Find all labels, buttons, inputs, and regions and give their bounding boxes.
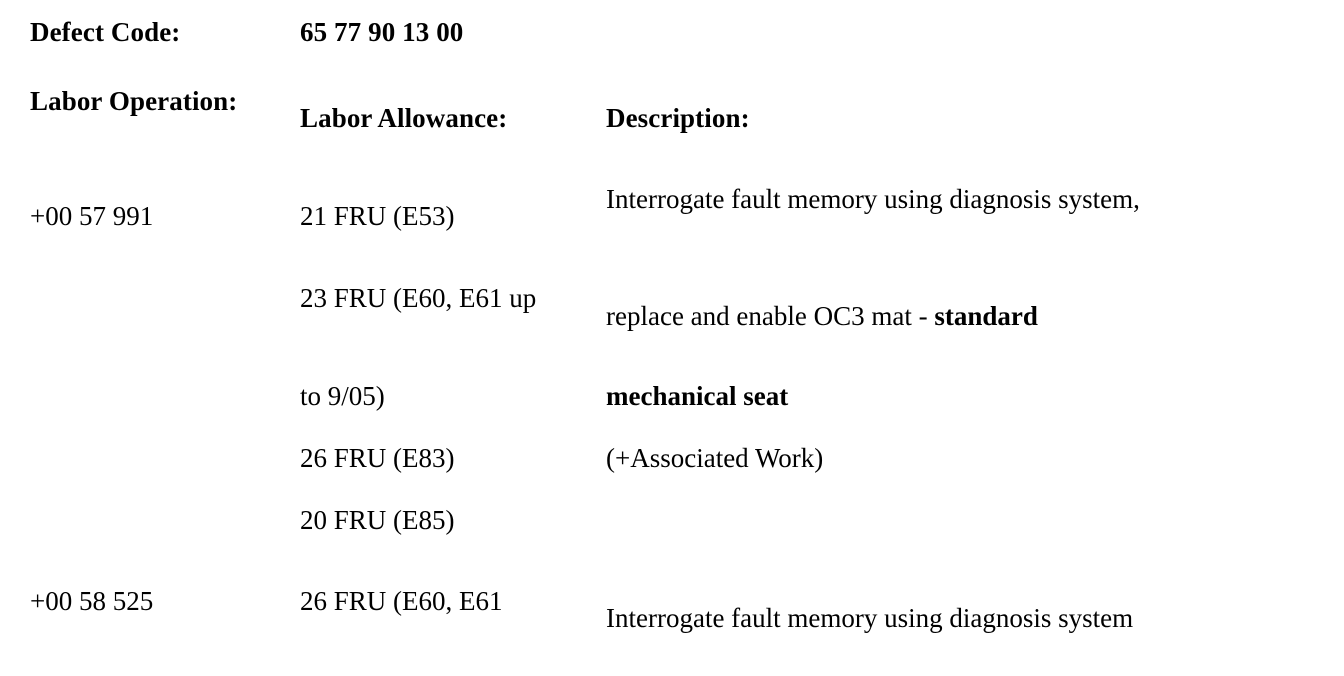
table-row-description: (+Associated Work) <box>606 443 824 473</box>
table-row-labor-allowance: 21 FRU (E53) <box>300 201 455 231</box>
table-row-description: Interrogate fault memory using diagnosis… <box>606 184 1140 214</box>
column-header-labor-operation: Labor Operation: <box>30 86 238 116</box>
table-row-description: mechanical seat <box>606 381 789 411</box>
table-row-labor-allowance: 26 FRU (E60, E61 <box>300 586 503 616</box>
column-header-description: Description: <box>606 103 750 133</box>
description-text-regular: replace and enable OC3 mat - <box>606 301 935 331</box>
table-row-labor-operation: +00 58 525 <box>30 586 154 616</box>
table-row-description: replace and enable OC3 mat - standard <box>606 303 1038 330</box>
defect-code-label: Defect Code: <box>30 17 181 47</box>
table-row-labor-allowance: 23 FRU (E60, E61 up <box>300 283 537 313</box>
column-header-labor-allowance: Labor Allowance: <box>300 103 508 133</box>
table-row-labor-allowance: 26 FRU (E83) <box>300 443 455 473</box>
table-row-labor-allowance: to 9/05) <box>300 381 385 411</box>
table-row-labor-allowance: 20 FRU (E85) <box>300 505 455 535</box>
description-text-bold: standard <box>934 301 1038 331</box>
defect-code-value: 65 77 90 13 00 <box>300 17 464 47</box>
table-row-labor-operation: +00 57 991 <box>30 201 154 231</box>
table-row-description: Interrogate fault memory using diagnosis… <box>606 603 1134 633</box>
